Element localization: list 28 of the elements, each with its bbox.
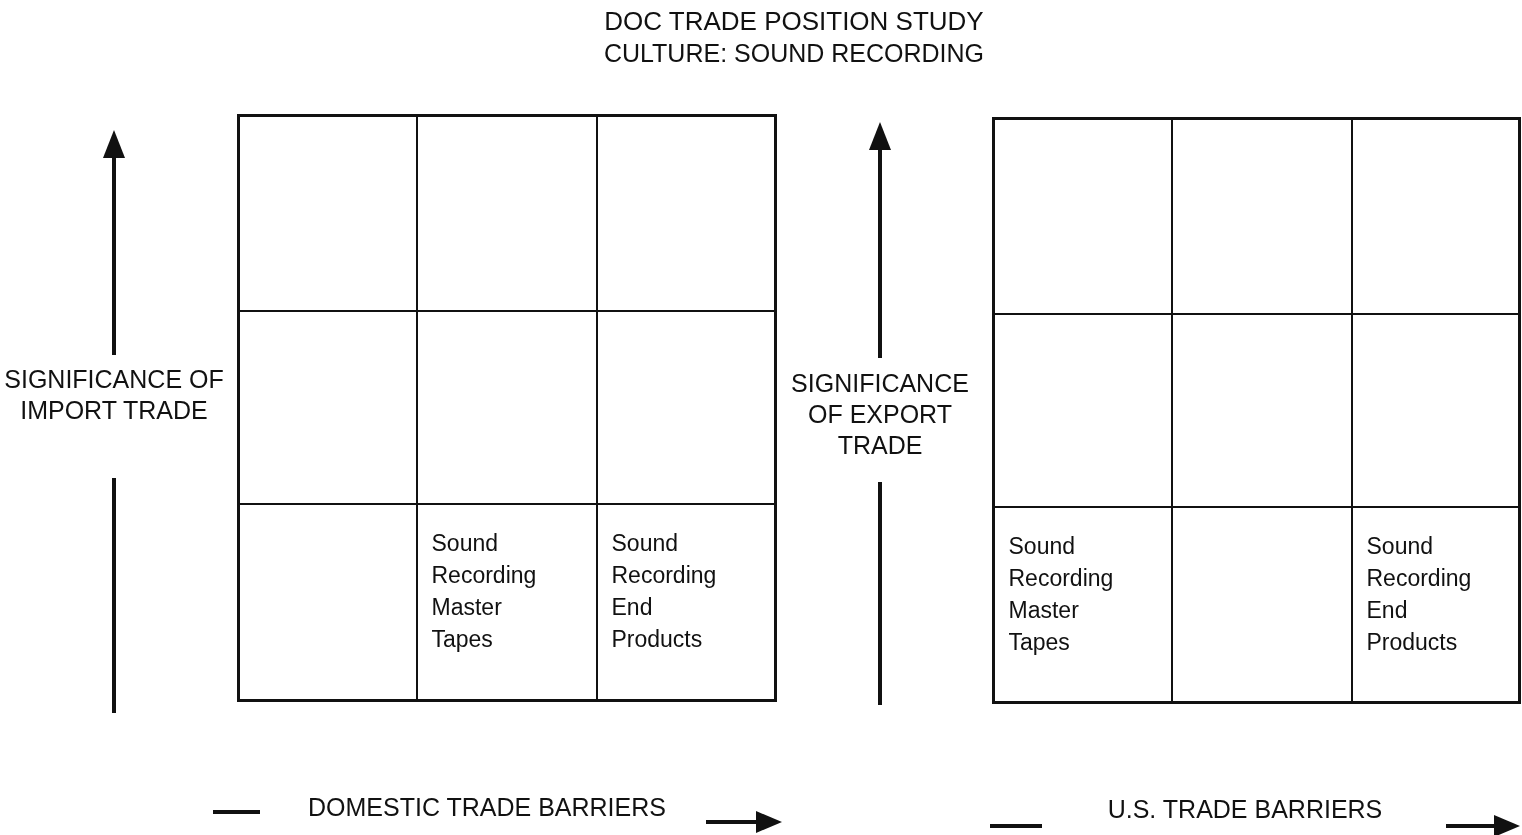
grid-cell xyxy=(236,503,417,702)
cell-text: Sound Recording End Products xyxy=(611,528,718,654)
cell-text: Sound Recording Master Tapes xyxy=(431,528,538,654)
cell-text: Sound Recording End Products xyxy=(1366,531,1473,657)
axis-label: SIGNIFICANCE OF EXPORT TRADE xyxy=(790,368,970,461)
grid-cell xyxy=(236,310,417,504)
grid-cell xyxy=(416,503,597,702)
grid-cell xyxy=(1171,116,1352,314)
grid-cell xyxy=(991,313,1172,507)
grid-cell xyxy=(416,113,597,311)
grid-cell xyxy=(596,503,777,702)
grid-cell xyxy=(1171,506,1352,704)
grid-cell xyxy=(416,310,597,504)
grid-cell xyxy=(596,113,777,311)
grid-cell xyxy=(596,310,777,504)
cell-text: Sound Recording Master Tapes xyxy=(1008,531,1115,657)
grid-cell xyxy=(991,116,1172,314)
grid-cell xyxy=(991,506,1172,704)
axis-label: U.S. TRADE BARRIERS xyxy=(1106,794,1384,825)
axis-label: SIGNIFICANCE OF IMPORT TRADE xyxy=(3,364,225,426)
grid-cell xyxy=(1351,116,1521,314)
grid-cell xyxy=(236,113,417,311)
title: DOC TRADE POSITION STUDY xyxy=(603,6,985,37)
axis-label: DOMESTIC TRADE BARRIERS xyxy=(307,792,667,823)
grid-cell xyxy=(1351,506,1521,704)
grid-cell xyxy=(1171,313,1352,507)
subtitle: CULTURE: SOUND RECORDING xyxy=(602,38,986,69)
grid-cell xyxy=(1351,313,1521,507)
